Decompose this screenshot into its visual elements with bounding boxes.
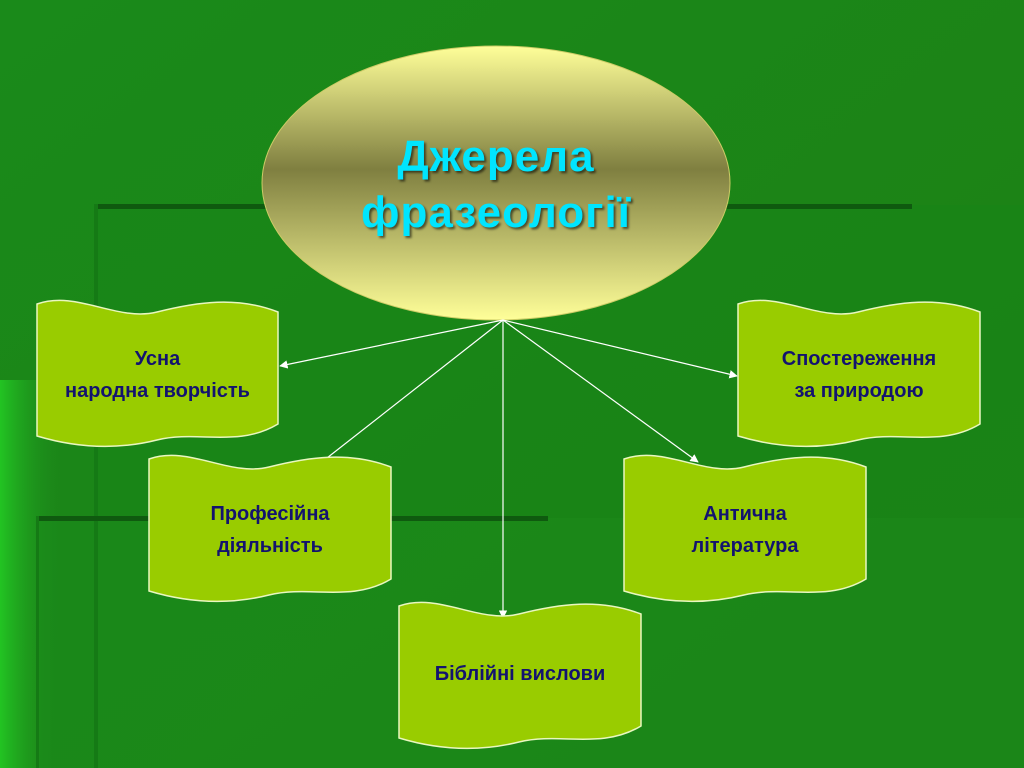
arrow-to-nature bbox=[502, 319, 738, 379]
arrows bbox=[279, 319, 738, 619]
box-oral bbox=[36, 299, 279, 448]
background-line-left bbox=[94, 204, 98, 768]
arrow-to-antique bbox=[502, 319, 699, 463]
box-biblical bbox=[398, 601, 642, 750]
source-boxes bbox=[36, 299, 981, 750]
box-antique bbox=[623, 454, 867, 603]
source-label-professional: Професійна діяльність bbox=[210, 503, 330, 557]
arrow-to-professional bbox=[317, 319, 504, 466]
source-label-antique: Антична література bbox=[691, 503, 799, 557]
title-ellipse bbox=[261, 45, 731, 321]
background-line-left-2 bbox=[36, 516, 39, 768]
arrow-to-oral bbox=[279, 319, 504, 369]
diagram-title: Джерела фразеології bbox=[360, 132, 632, 237]
source-label-nature: Спостереження за природою bbox=[781, 348, 937, 402]
source-label-oral: Усна народна творчість bbox=[65, 348, 250, 402]
box-professional bbox=[148, 454, 392, 603]
box-nature bbox=[737, 299, 981, 448]
source-label-biblical: Біблійні вислови bbox=[434, 663, 606, 685]
